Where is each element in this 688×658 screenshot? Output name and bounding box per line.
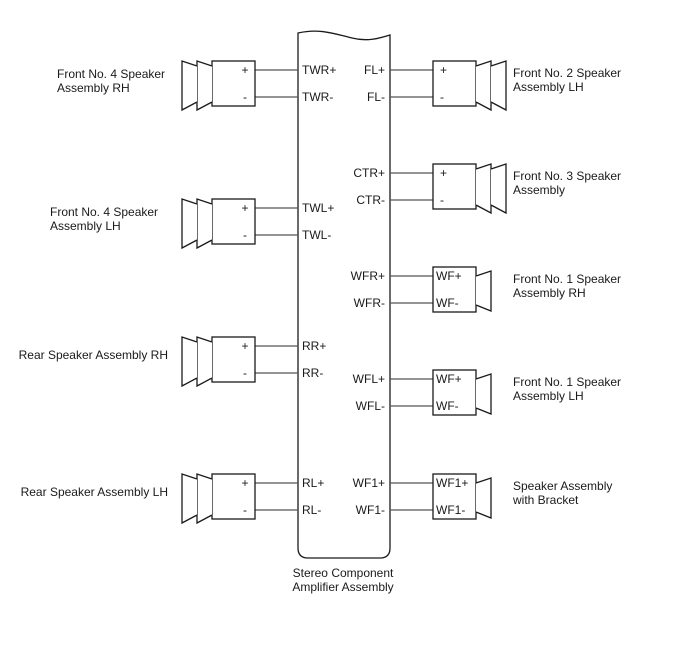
speaker-name-line1: Front No. 2 Speaker [513, 66, 621, 80]
terminal-minus-label: WF1- [436, 503, 465, 517]
speaker-name-line1: Front No. 4 Speaker [50, 205, 158, 219]
speaker-name-line2: Assembly RH [57, 81, 130, 95]
terminal-plus-label: + [241, 63, 248, 77]
terminal-box [211, 198, 256, 245]
amp-pin-minus-label: RR- [302, 366, 323, 380]
right-connection: WF+ WF- WFR+ WFR- Front No. 1 SpeakerAssembl… [351, 266, 621, 313]
terminal-box [211, 473, 256, 520]
terminal-minus-label: - [243, 228, 247, 242]
terminal-plus-label: + [241, 201, 248, 215]
speaker-cone-icon [196, 473, 213, 525]
terminal-box [211, 60, 256, 107]
speaker-name-line1: Front No. 4 Speaker [57, 67, 165, 81]
left-connection: + - RL+ RL- Rear Speaker Assembly LH [21, 473, 324, 525]
speaker-name-line2: with Bracket [512, 493, 579, 507]
terminal-plus-label: + [440, 63, 447, 77]
speaker-cone-icon [490, 163, 507, 215]
terminal-minus-label: - [243, 503, 247, 517]
speaker-name-line1: Front No. 3 Speaker [513, 169, 621, 183]
speaker-cone-icon [475, 60, 492, 112]
terminal-box [432, 266, 477, 313]
speaker-cone-icon [196, 60, 213, 112]
speaker-name-line1: Front No. 1 Speaker [513, 272, 621, 286]
amplifier-label-line1: Stereo Component [293, 566, 394, 580]
speaker-cone-icon [181, 473, 198, 525]
speaker-cone-icon [475, 477, 492, 519]
amp-pin-plus-label: TWL+ [302, 201, 334, 215]
amp-pin-minus-label: RL- [302, 503, 321, 517]
speaker-cone-icon [475, 270, 492, 312]
speaker-cone-icon [490, 60, 507, 112]
speaker-cone-icon [181, 60, 198, 112]
terminal-plus-label: WF+ [436, 372, 462, 386]
speaker-cone-icon [196, 198, 213, 250]
terminal-box [432, 369, 477, 416]
amplifier-box [297, 30, 391, 559]
speaker-name-label: Rear Speaker Assembly LH [21, 485, 168, 499]
amp-pin-plus-label: TWR+ [302, 63, 336, 77]
amp-pin-minus-label: WFR- [354, 296, 385, 310]
amp-pin-minus-label: TWL- [302, 228, 331, 242]
speaker-cone-icon [475, 163, 492, 215]
amp-pin-plus-label: CTR+ [353, 166, 385, 180]
speaker-name-line2: Assembly LH [50, 219, 121, 233]
amplifier-label-line2: Amplifier Assembly [292, 580, 393, 594]
amp-pin-plus-label: WFR+ [351, 269, 385, 283]
terminal-plus-label: + [440, 166, 447, 180]
speaker-cone-icon [475, 373, 492, 415]
speaker-name-line1: Front No. 1 Speaker [513, 375, 621, 389]
terminal-minus-label: WF- [436, 399, 459, 413]
speaker-cone-icon [181, 336, 198, 388]
terminal-plus-label: + [241, 476, 248, 490]
amp-pin-plus-label: WFL+ [353, 372, 385, 386]
amp-pin-minus-label: CTR- [356, 193, 385, 207]
left-connection: + - RR+ RR- Rear Speaker Assembly RH [19, 336, 326, 388]
terminal-plus-label: + [241, 339, 248, 353]
amp-pin-minus-label: WFL- [356, 399, 385, 413]
terminal-minus-label: - [243, 366, 247, 380]
speaker-name-label: Rear Speaker Assembly RH [19, 348, 168, 362]
speaker-cone-icon [196, 336, 213, 388]
speaker-name-line2: Assembly RH [513, 286, 586, 300]
terminal-minus-label: - [440, 90, 444, 104]
terminal-box [432, 60, 477, 107]
stereo-component-amplifier: Stereo Component Amplifier Assembly [292, 30, 394, 594]
amp-pin-plus-label: WF1+ [353, 476, 385, 490]
amp-pin-minus-label: TWR- [302, 90, 333, 104]
amp-pin-minus-label: FL- [367, 90, 385, 104]
terminal-box [211, 336, 256, 383]
speaker-name-line1: Speaker Assembly [513, 479, 612, 493]
terminal-minus-label: WF- [436, 296, 459, 310]
terminal-plus-label: WF1+ [436, 476, 468, 490]
terminal-minus-label: - [243, 90, 247, 104]
terminal-minus-label: - [440, 193, 444, 207]
speaker-name-line2: Assembly LH [513, 389, 584, 403]
amp-pin-minus-label: WF1- [356, 503, 385, 517]
terminal-plus-label: WF+ [436, 269, 462, 283]
amp-pin-plus-label: FL+ [364, 63, 385, 77]
terminal-box [432, 163, 477, 210]
speaker-name-line2: Assembly [513, 183, 565, 197]
speaker-name-line2: Assembly LH [513, 80, 584, 94]
amp-pin-plus-label: RL+ [302, 476, 324, 490]
amp-pin-plus-label: RR+ [302, 339, 326, 353]
right-connection: WF+ WF- WFL+ WFL- Front No. 1 SpeakerAssembl… [353, 369, 621, 416]
speaker-cone-icon [181, 198, 198, 250]
